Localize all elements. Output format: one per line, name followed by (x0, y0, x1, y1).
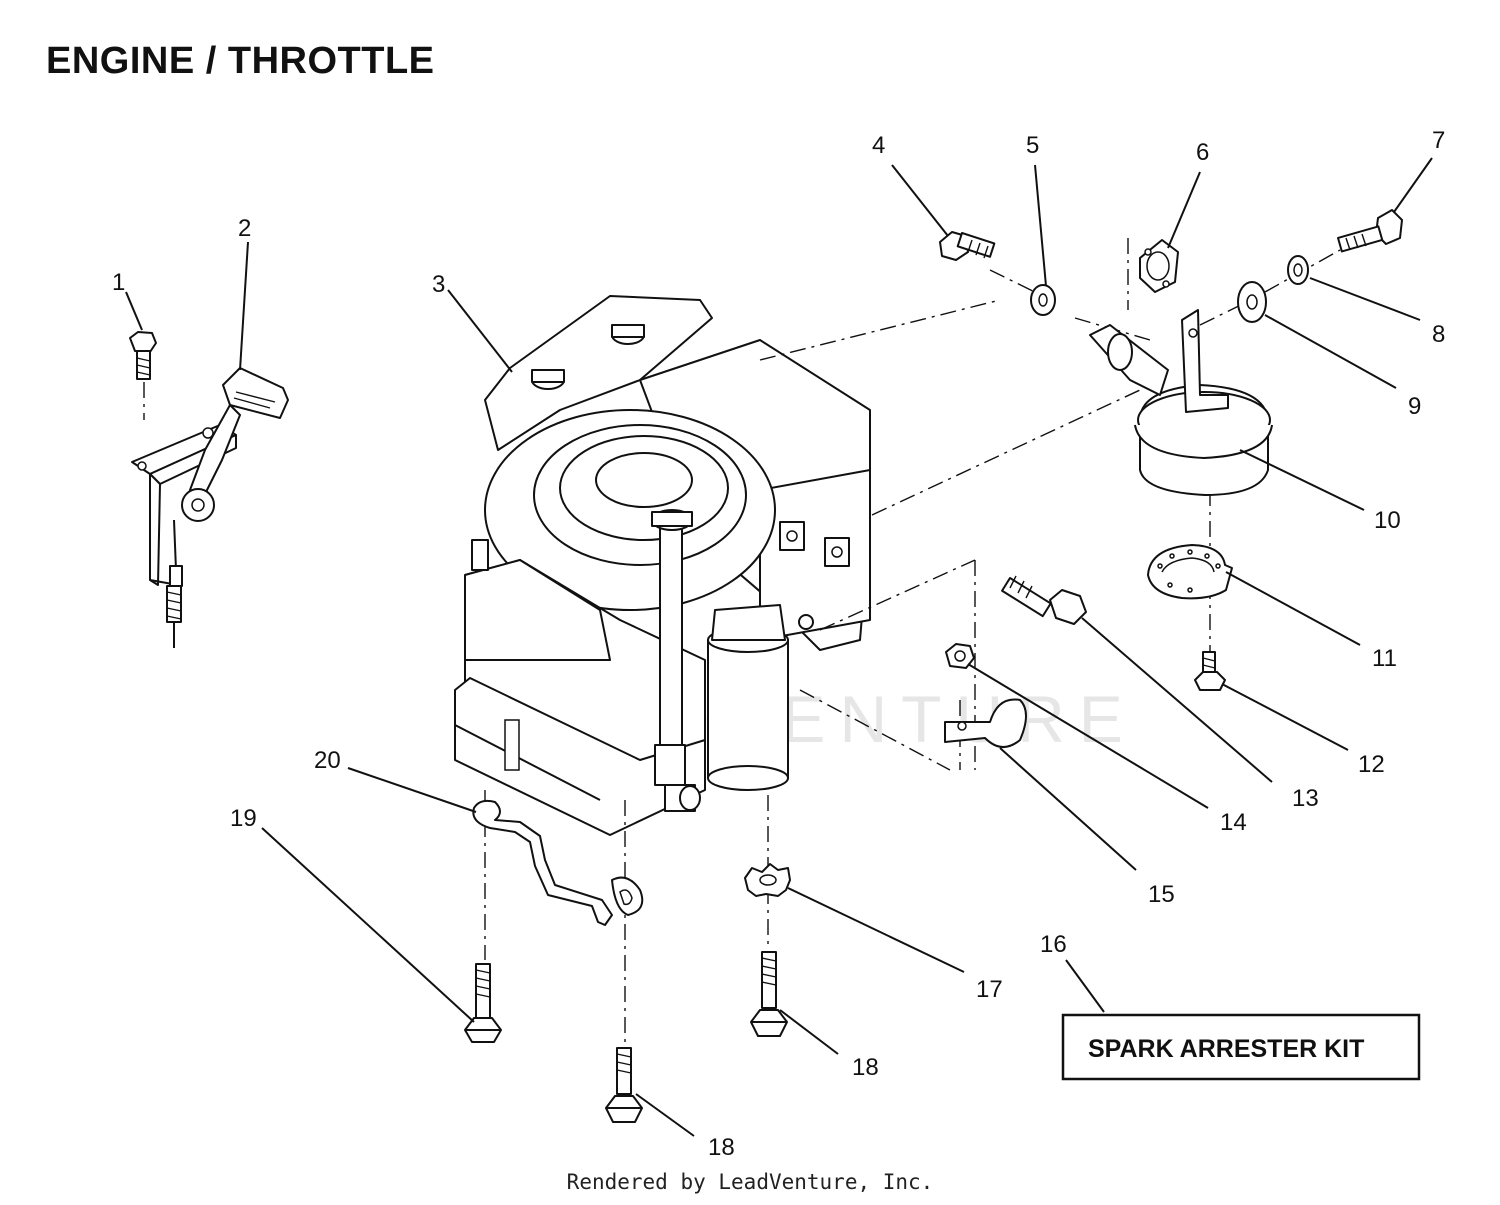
callout-4: 4 (872, 132, 885, 159)
part-11-spark-screen (1147, 544, 1233, 600)
leader-3 (447, 289, 513, 373)
leader-19 (261, 827, 475, 1023)
part-4-bolt (939, 231, 996, 261)
callout-9: 9 (1408, 393, 1421, 420)
part-17-star-washer (744, 863, 791, 897)
part-3-engine (454, 295, 871, 836)
leader-11 (1225, 571, 1361, 646)
leader-20 (347, 767, 477, 813)
part-6-gasket (1139, 239, 1179, 293)
callout-15: 15 (1148, 881, 1175, 908)
part-12-screw (1194, 651, 1226, 691)
part-18-bolt-upper (750, 951, 788, 1037)
leader-1 (125, 291, 143, 331)
leader-16 (1065, 959, 1105, 1013)
callout-16: 16 (1040, 931, 1067, 958)
callout-19: 19 (230, 805, 257, 832)
callout-6: 6 (1196, 139, 1209, 166)
part-19-bolt (464, 963, 502, 1043)
part-14-nut (945, 643, 975, 669)
diagram-title: ENGINE / THROTTLE (46, 40, 435, 82)
leader-12 (1221, 683, 1349, 751)
leader-7 (1393, 157, 1433, 213)
part-9-washer (1237, 281, 1267, 323)
callout-5: 5 (1026, 132, 1039, 159)
callout-13: 13 (1292, 785, 1319, 812)
callout-3: 3 (432, 271, 445, 298)
callout-2: 2 (238, 215, 251, 242)
leader-17 (787, 887, 965, 973)
part-8-lock-washer (1287, 255, 1309, 285)
callout-18b: 18 (708, 1134, 735, 1161)
leader-9 (1264, 314, 1397, 389)
part-15-clamp (944, 698, 1027, 748)
callout-1: 1 (112, 269, 125, 296)
part-13-bolt (1001, 575, 1087, 625)
callout-10: 10 (1374, 507, 1401, 534)
part-2-throttle-control (131, 367, 289, 648)
leader-5 (1034, 164, 1047, 287)
leader-8 (1309, 277, 1421, 321)
callout-11: 11 (1372, 645, 1397, 672)
leader-18b (635, 1093, 695, 1137)
part-18-bolt-lower (605, 1047, 643, 1123)
leader-18a (779, 1009, 839, 1055)
callout-7: 7 (1432, 127, 1445, 154)
part-5-washer (1030, 284, 1056, 316)
callout-17: 17 (976, 976, 1003, 1003)
callout-8: 8 (1432, 321, 1445, 348)
leader-13 (1081, 617, 1273, 783)
callout-12: 12 (1358, 751, 1385, 778)
callout-18a: 18 (852, 1054, 879, 1081)
leader-4 (891, 164, 949, 237)
spark-arrester-kit-label: SPARK ARRESTER KIT (1088, 1035, 1364, 1063)
leader-2 (239, 241, 249, 371)
part-10-muffler (1089, 309, 1273, 496)
leader-10 (1239, 449, 1365, 511)
leader-6 (1167, 171, 1201, 249)
part-20-bracket (472, 799, 644, 926)
callout-14: 14 (1220, 809, 1247, 836)
leader-14 (967, 663, 1209, 809)
callout-20: 20 (314, 747, 341, 774)
part-7-bolt (1337, 209, 1403, 253)
part-1-screw (129, 331, 157, 420)
footer-credit: Rendered by LeadVenture, Inc. (566, 1170, 934, 1194)
spark-arrester-kit-box: SPARK ARRESTER KIT (1061, 1013, 1421, 1081)
leader-15 (999, 747, 1137, 871)
